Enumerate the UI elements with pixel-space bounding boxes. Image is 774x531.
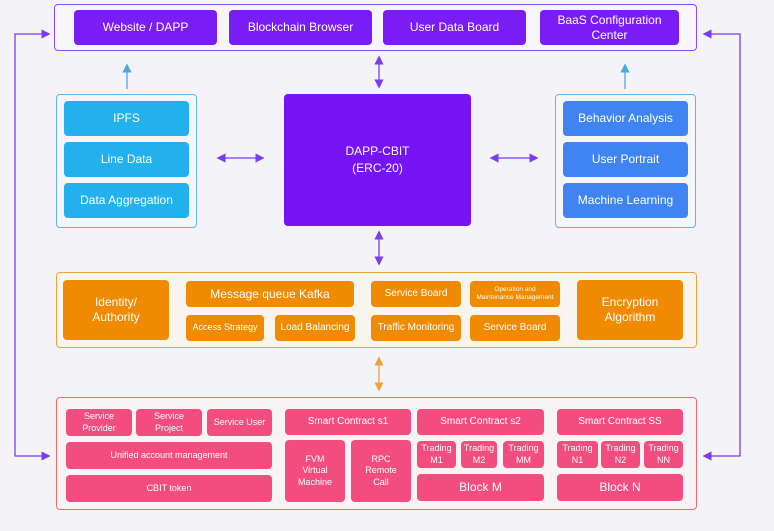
arrow-right-loop <box>702 29 741 461</box>
traffic-monitoring-box: Traffic Monitoring <box>371 315 461 341</box>
rpc-remote-call-box: RPC Remote Call <box>351 440 411 502</box>
identity-authority-box: Identity/ Authority <box>63 280 169 340</box>
ipfs-box: IPFS <box>64 101 189 136</box>
block-n-box: Block N <box>557 474 683 501</box>
service-project-box: Service Project <box>136 409 202 436</box>
trading-n1-box: Trading N1 <box>557 441 598 468</box>
core-title: DAPP-CBIT <box>345 143 410 158</box>
service-board-bottom-box: Service Board <box>470 315 560 341</box>
blockchain-browser-box: Blockchain Browser <box>229 10 372 45</box>
behavior-analysis-box: Behavior Analysis <box>563 101 688 136</box>
trading-mm-box: Trading MM <box>503 441 544 468</box>
access-strategy-box: Access Strategy <box>186 315 264 341</box>
smart-contract-s1-box: Smart Contract s1 <box>285 409 411 435</box>
cbit-token-box: CBIT token <box>66 475 272 502</box>
machine-learning-box: Machine Learning <box>563 183 688 218</box>
user-portrait-box: User Portrait <box>563 142 688 177</box>
service-user-box: Service User <box>207 409 272 436</box>
smart-contract-ss-box: Smart Contract SS <box>557 409 683 435</box>
service-provider-box: Service Provider <box>66 409 132 436</box>
unified-account-box: Unified account management <box>66 442 272 469</box>
baas-configuration-center-box: BaaS Configuration Center <box>540 10 679 45</box>
operation-maintenance-box: Operation and Maintenance Management <box>470 281 560 307</box>
data-aggregation-box: Data Aggregation <box>64 183 189 218</box>
encryption-algorithm-box: Encryption Algorithm <box>577 280 683 340</box>
core-subtitle: (ERC-20) <box>352 161 403 175</box>
trading-m1-box: Trading M1 <box>417 441 456 468</box>
website-dapp-box: Website / DAPP <box>74 10 217 45</box>
smart-contract-s2-box: Smart Contract s2 <box>417 409 544 435</box>
message-queue-kafka-box: Message queue Kafka <box>186 281 354 307</box>
trading-nn-box: Trading NN <box>644 441 683 468</box>
user-data-board-box: User Data Board <box>383 10 526 45</box>
service-board-top-box: Service Board <box>371 281 461 307</box>
block-m-box: Block M <box>417 474 544 501</box>
line-data-box: Line Data <box>64 142 189 177</box>
fvm-virtual-machine-box: FVM Virtual Machine <box>285 440 345 502</box>
trading-n2-box: Trading N2 <box>601 441 640 468</box>
trading-m2-box: Trading M2 <box>461 441 497 468</box>
dapp-cbit-core: DAPP-CBIT (ERC-20) <box>284 94 471 226</box>
load-balancing-box: Load Balancing <box>275 315 355 341</box>
arrow-left-loop <box>14 29 51 461</box>
